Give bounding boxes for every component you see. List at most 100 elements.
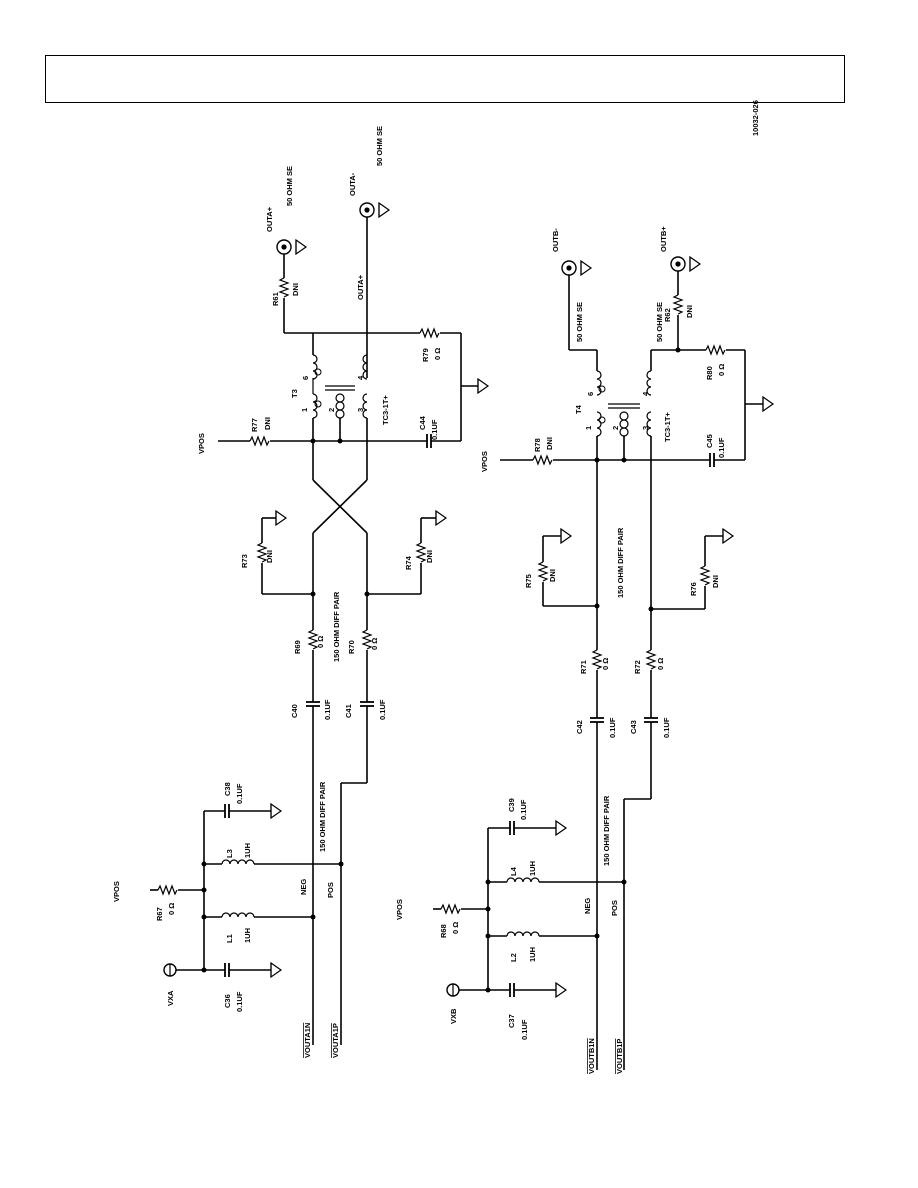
r71-value: 0 Ω xyxy=(601,658,610,670)
l2-value: 1UH xyxy=(528,947,537,962)
diff-b2-label: 150 OHM DIFF PAIR xyxy=(602,795,611,866)
vpos-a2-label: VPOS xyxy=(112,881,121,902)
r80-label: R80 xyxy=(705,366,714,380)
circuit-a xyxy=(150,202,489,1045)
neg-a-label: NEG xyxy=(299,879,308,895)
diff-a1-label: 150 OHM DIFF PAIR xyxy=(332,591,341,662)
r68-value: 0 Ω xyxy=(451,922,460,934)
pin-label: 3 xyxy=(356,408,365,412)
l1-value: 1UH xyxy=(243,928,252,943)
l1-label: L1 xyxy=(225,934,234,943)
pos-a-label: POS xyxy=(326,882,335,898)
ground-icon xyxy=(378,202,390,218)
vpos-b-label: VPOS xyxy=(480,451,489,472)
outb-plus-connector xyxy=(670,256,686,272)
pin-label: 6 xyxy=(586,392,595,396)
r62-value: DNI xyxy=(685,305,694,318)
ground-icon xyxy=(270,962,282,978)
l3-value: 1UH xyxy=(243,843,252,858)
diff-a2-label: 150 OHM DIFF PAIR xyxy=(318,781,327,852)
c38-label: C38 xyxy=(223,782,232,796)
r71-label: R71 xyxy=(579,660,588,674)
c37-value: 0.1UF xyxy=(520,1019,529,1040)
outa-net-label: OUTA+ xyxy=(356,274,365,300)
ground-icon xyxy=(560,528,572,544)
circuit-b xyxy=(433,256,774,1070)
pin-label: 2 xyxy=(611,426,620,430)
c37-label: C37 xyxy=(507,1014,516,1028)
voutbin-label: VOUTB1N xyxy=(587,1038,596,1074)
c44-label: C44 xyxy=(418,415,427,430)
c39-label: C39 xyxy=(507,798,516,812)
r77-value: DNI xyxy=(263,417,272,430)
t4-label: T4 xyxy=(574,404,583,414)
pin-label: 4 xyxy=(641,391,650,396)
r76-label: R76 xyxy=(689,582,698,596)
pin-label: 1 xyxy=(300,408,309,412)
se-a1-label: 50 OHM SE xyxy=(285,166,294,206)
voutain-label: VOUTA1N xyxy=(303,1023,312,1058)
ground-icon xyxy=(555,820,567,836)
ground-icon xyxy=(275,510,287,526)
pin-label: 1 xyxy=(584,426,593,430)
c45-label: C45 xyxy=(705,434,714,448)
c36-value: 0.1UF xyxy=(235,991,244,1012)
ground-icon xyxy=(435,510,447,526)
r69-value: 0 Ω xyxy=(316,636,325,648)
r77-label: R77 xyxy=(250,418,259,432)
ground-icon xyxy=(555,982,567,998)
c36-label: C36 xyxy=(223,994,232,1008)
r61-value: DNI xyxy=(291,283,300,296)
se-a2-label: 50 OHM SE xyxy=(375,126,384,166)
c42-label: C42 xyxy=(575,720,584,734)
r70-value: 0 Ω xyxy=(370,638,379,650)
r69-label: R69 xyxy=(293,640,302,654)
r67-label: R67 xyxy=(155,907,164,921)
r74-value: DNI xyxy=(425,550,434,563)
c41-label: C41 xyxy=(344,704,353,718)
r61-label: R61 xyxy=(271,292,280,306)
r68-label: R68 xyxy=(439,924,448,938)
ground-icon xyxy=(295,239,307,255)
t4-part: TC3-1T+ xyxy=(663,412,672,442)
t3-label: T3 xyxy=(290,389,299,398)
ground-icon xyxy=(477,378,489,394)
c43-label: C43 xyxy=(629,720,638,734)
r75-value: DNI xyxy=(548,569,557,582)
l4-label: L4 xyxy=(509,866,518,876)
se-b1-label: 50 OHM SE xyxy=(575,302,584,342)
c44-value: 0.1UF xyxy=(430,419,439,440)
c43-value: 0.1UF xyxy=(662,717,671,738)
ground-icon xyxy=(270,803,282,819)
l4-value: 1UH xyxy=(528,861,537,876)
c41-value: 0.1UF xyxy=(378,699,387,720)
c39-value: 0.1UF xyxy=(519,799,528,820)
figure-ref: 10032-026 xyxy=(751,100,760,136)
r78-label: R78 xyxy=(533,438,542,452)
r75-label: R75 xyxy=(524,574,533,588)
c40-value: 0.1UF xyxy=(323,699,332,720)
r79-label: R79 xyxy=(421,348,430,362)
r62-label: R62 xyxy=(663,308,672,322)
l3-label: L3 xyxy=(225,849,234,858)
vpos-a-label: VPOS xyxy=(197,433,206,454)
r74-label: R74 xyxy=(404,555,413,570)
diff-b1-label: 150 OHM DIFF PAIR xyxy=(616,527,625,598)
vxa-label: VXA xyxy=(166,990,175,1006)
r79-value: 0 Ω xyxy=(433,348,442,360)
outa-minus-label: OUTA- xyxy=(348,172,357,196)
outb-minus-label: OUTB- xyxy=(551,228,560,252)
outb-plus-label: OUTB+ xyxy=(659,226,668,252)
labels: 10032-026 OUTA+ OUTA- 50 OHM SE 50 OHM S… xyxy=(112,100,760,1074)
ground-icon xyxy=(689,256,701,272)
vpos-b2-label: VPOS xyxy=(395,899,404,920)
r67-value: 0 Ω xyxy=(167,903,176,915)
r72-label: R72 xyxy=(633,660,642,674)
pin-label: 3 xyxy=(641,426,650,430)
outa-plus-connector xyxy=(276,239,292,255)
r72-value: 0 Ω xyxy=(656,658,665,670)
voutaip-label: VOUTA1P xyxy=(331,1023,340,1058)
r80-value: 0 Ω xyxy=(717,364,726,376)
c38-value: 0.1UF xyxy=(235,783,244,804)
